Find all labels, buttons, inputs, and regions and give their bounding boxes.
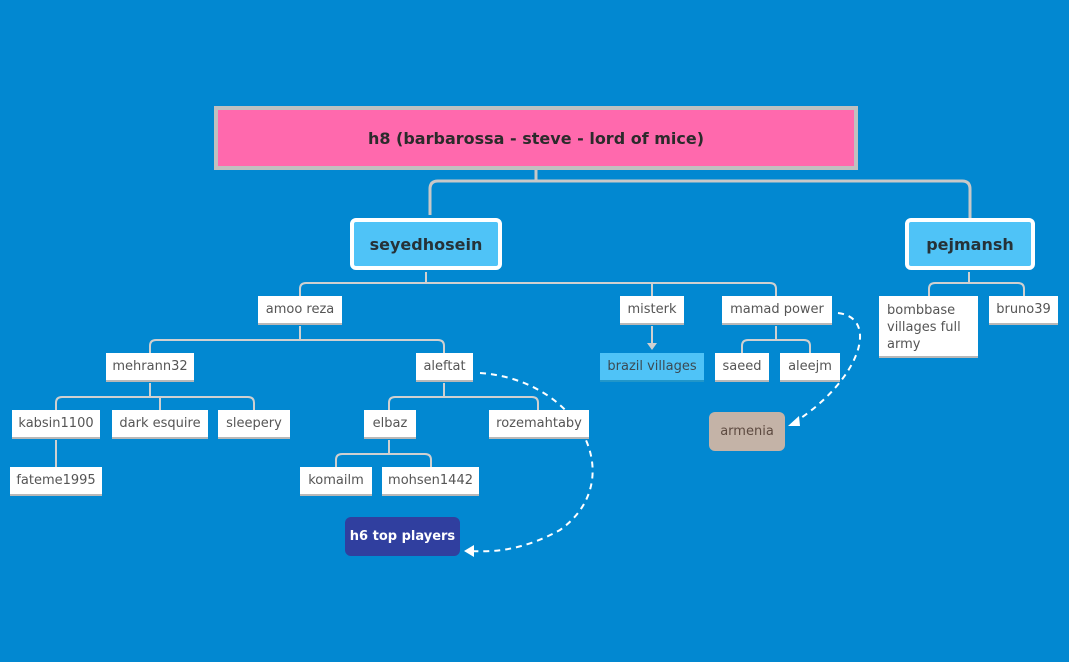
topic-bruno39[interactable]: bruno39 [989,296,1058,325]
topic-kabsin1100-label: kabsin1100 [18,416,94,431]
connector-mehrann-children [55,383,255,410]
topic-dark-esquire-label: dark esquire [119,416,201,431]
connector-pejmansh-children [928,272,1025,296]
topic-bombbase-line-1: bombbase [887,303,956,318]
topic-brazil-villages-label: brazil villages [607,359,697,374]
topic-rozemahtaby[interactable]: rozemahtaby [489,410,589,439]
topic-bruno39-label: bruno39 [996,302,1051,317]
topic-aleftat-label: aleftat [423,359,466,374]
connector-amoo-reza-children [149,326,445,353]
topic-komailm[interactable]: komailm [300,467,372,496]
topic-bombbase-line-3: army [887,337,921,352]
topic-sleepery-label: sleepery [226,416,282,431]
topic-kabsin1100[interactable]: kabsin1100 [12,410,100,439]
topic-mamad-power-label: mamad power [730,302,824,317]
relation-aleftat-h6 [469,372,594,553]
topic-saeed[interactable]: saeed [715,353,769,382]
root-topic-label: h8 (barbarossa - steve - lord of mice) [367,128,705,148]
topic-fateme1995-label: fateme1995 [16,473,96,488]
topic-aleejm[interactable]: aleejm [780,353,840,382]
topic-sleepery[interactable]: sleepery [218,410,290,439]
connector-aleftat-children [388,383,539,410]
floating-topic-h6-label: h6 top players [349,529,456,544]
floating-topic-armenia[interactable]: armenia [709,412,785,451]
topic-misterk-label: misterk [627,302,677,317]
branch-seyedhosein[interactable]: seyedhosein [350,218,502,270]
relation-mamad-armenia [794,312,862,423]
connector-root-branches [428,170,972,218]
connector-seyedhosein-children [299,272,777,296]
topic-mohsen1442-label: mohsen1442 [388,473,473,488]
root-topic[interactable]: h8 (barbarossa - steve - lord of mice) [214,106,858,170]
arrowhead-h6 [464,545,474,557]
topic-elbaz[interactable]: elbaz [364,410,416,439]
topic-mehrann32-label: mehrann32 [112,359,188,374]
topic-mohsen1442[interactable]: mohsen1442 [382,467,479,496]
topic-misterk[interactable]: misterk [620,296,684,325]
branch-pejmansh-label: pejmansh [926,234,1014,254]
topic-aleejm-label: aleejm [788,359,832,374]
floating-topic-armenia-label: armenia [720,424,774,439]
topic-fateme1995[interactable]: fateme1995 [10,467,102,496]
topic-mehrann32[interactable]: mehrann32 [106,353,194,382]
connector-elbaz-children [335,440,432,467]
topic-bombbase-villages[interactable]: bombbase villages full army [879,296,978,358]
topic-rozemahtaby-label: rozemahtaby [496,416,582,431]
floating-topic-h6-top-players[interactable]: h6 top players [345,517,460,556]
branch-seyedhosein-label: seyedhosein [369,234,483,254]
topic-komailm-label: komailm [308,473,364,488]
branch-pejmansh[interactable]: pejmansh [905,218,1035,270]
topic-amoo-reza-label: amoo reza [265,302,335,317]
topic-amoo-reza[interactable]: amoo reza [258,296,342,325]
topic-dark-esquire[interactable]: dark esquire [112,410,208,439]
topic-saeed-label: saeed [722,359,762,374]
arrowhead-armenia [788,416,800,426]
topic-elbaz-label: elbaz [372,416,408,431]
topic-brazil-villages[interactable]: brazil villages [600,353,704,382]
connector-mamad-children [741,326,811,353]
topic-aleftat[interactable]: aleftat [416,353,473,382]
topic-bombbase-line-2: villages full [887,320,961,335]
topic-mamad-power[interactable]: mamad power [722,296,832,325]
